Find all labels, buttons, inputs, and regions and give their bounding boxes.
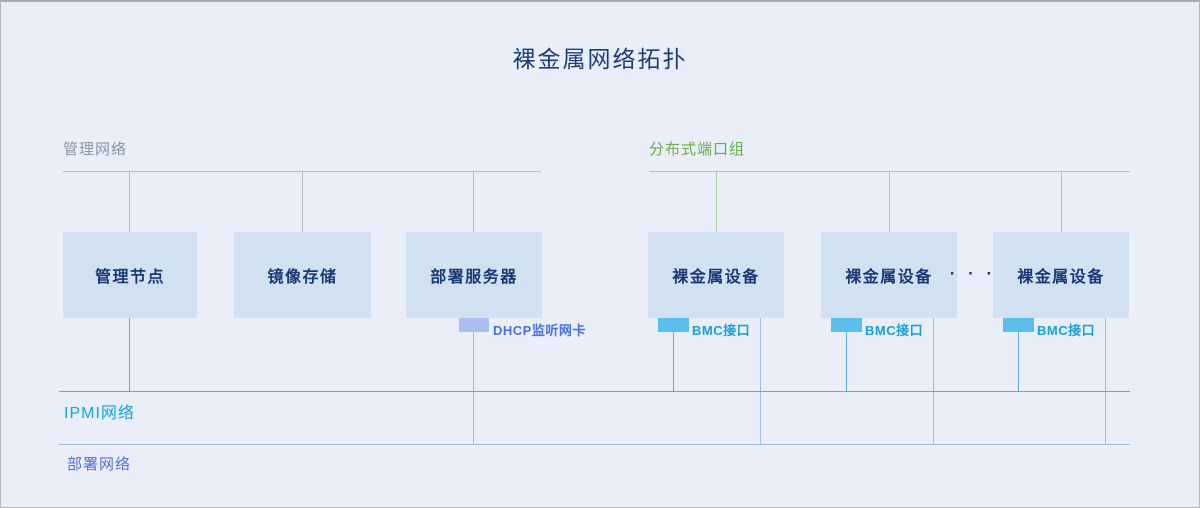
bmc-3-to-ipmi-line (1018, 332, 1019, 391)
image-storage-drop-line (302, 171, 303, 232)
ipmi-network-label: IPMI网络 (64, 405, 135, 422)
bmc-port-label-2: BMC接口 (865, 323, 924, 338)
deploy-server-box: 部署服务器 (406, 232, 542, 318)
management-node-label: 管理节点 (94, 269, 165, 286)
baremetal-1-to-deployment-line (760, 318, 761, 445)
deployment-network-bus (59, 444, 1130, 445)
diagram-title: 裸金属网络拓扑 (512, 46, 688, 72)
deploy-server-label: 部署服务器 (430, 269, 518, 286)
bmc-port-label-1: BMC接口 (692, 323, 751, 338)
baremetal-device-3-box: 裸金属设备 (993, 232, 1129, 318)
bmc-port-tab-2 (831, 318, 862, 332)
deploy-server-drop-line (473, 171, 474, 232)
dhcp-nic-label: DHCP监听网卡 (493, 323, 586, 338)
baremetal-2-drop-line (889, 171, 890, 232)
baremetal-3-to-deployment-line (1105, 318, 1106, 445)
management-node-drop-line (129, 171, 130, 232)
management-node-to-ipmi-line (129, 318, 130, 391)
bmc-port-label-3: BMC接口 (1037, 323, 1096, 338)
baremetal-1-drop-line (716, 171, 717, 232)
management-node-box: 管理节点 (63, 232, 197, 318)
deployment-network-label: 部署网络 (67, 456, 132, 473)
baremetal-device-1-label: 裸金属设备 (672, 269, 760, 286)
baremetal-device-2-label: 裸金属设备 (845, 269, 933, 286)
baremetal-2-to-deployment-line (933, 318, 934, 445)
management-network-label: 管理网络 (63, 141, 128, 158)
baremetal-device-2-box: 裸金属设备 (821, 232, 957, 318)
baremetal-device-1-box: 裸金属设备 (648, 232, 784, 318)
image-storage-box: 镜像存储 (234, 232, 371, 318)
distributed-port-group-label: 分布式端口组 (649, 141, 746, 158)
bmc-port-tab-1 (658, 318, 689, 332)
baremetal-3-drop-line (1061, 171, 1062, 232)
bmc-1-to-ipmi-line (673, 332, 674, 391)
baremetal-device-3-label: 裸金属设备 (1017, 269, 1105, 286)
bmc-2-to-ipmi-line (846, 332, 847, 391)
more-devices-ellipsis: · · · (949, 264, 997, 283)
ipmi-network-bus (59, 391, 1130, 392)
dhcp-to-deployment-line (473, 332, 474, 444)
bmc-port-tab-3 (1003, 318, 1034, 332)
image-storage-label: 镜像存储 (267, 269, 338, 286)
dhcp-nic-tab (459, 318, 489, 332)
